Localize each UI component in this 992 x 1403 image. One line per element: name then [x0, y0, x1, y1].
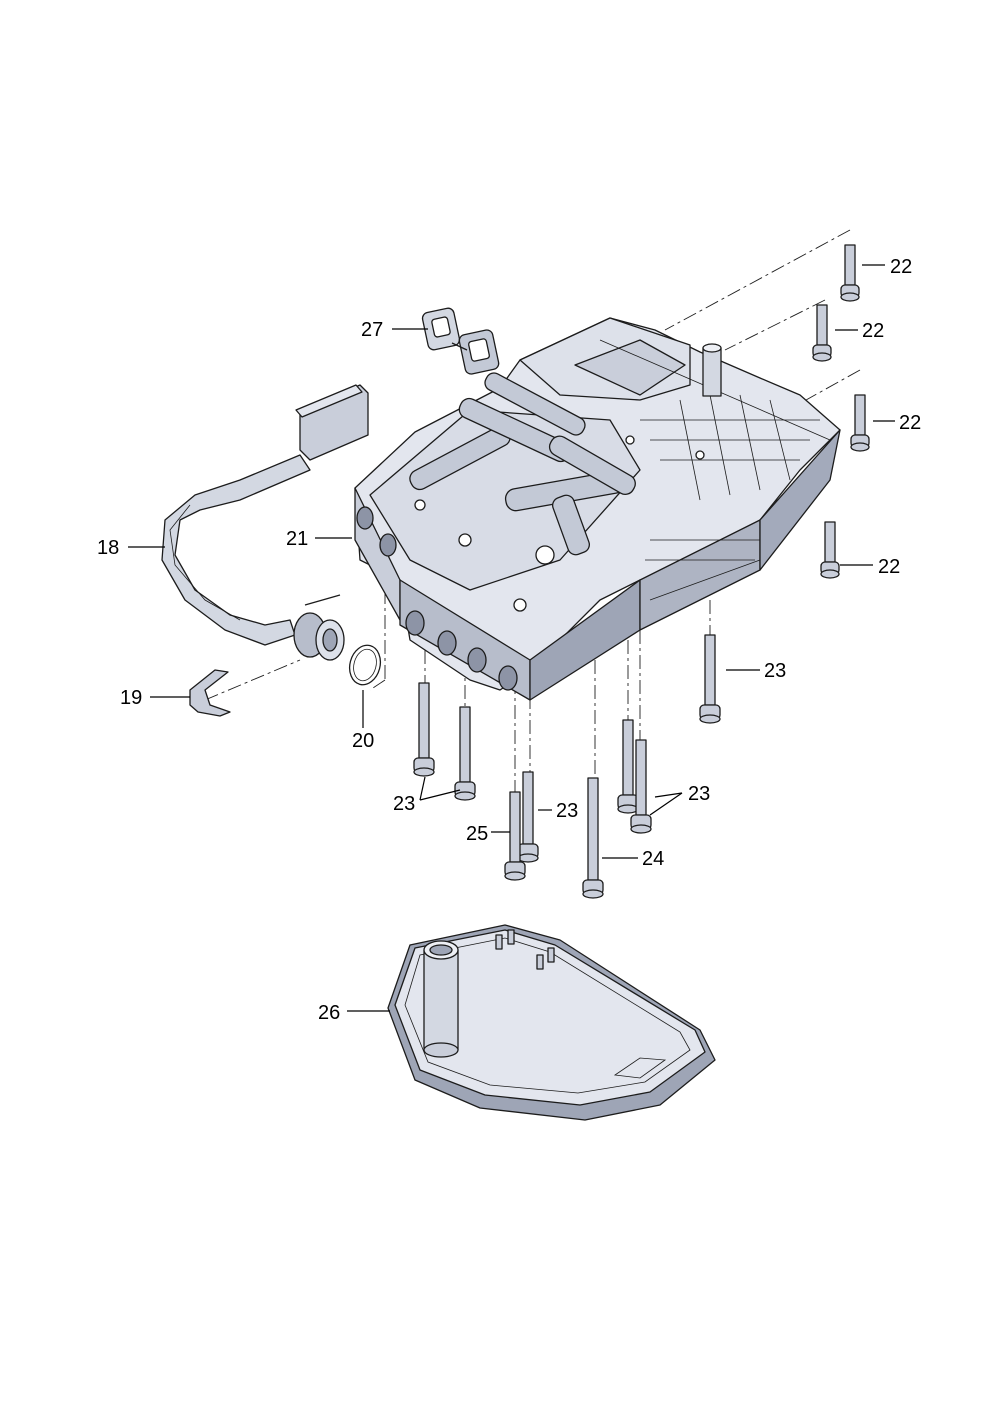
callout-23-a: 23	[764, 660, 786, 682]
callout-21: 21	[286, 528, 308, 550]
leader-lines	[128, 264, 895, 1012]
o-ring-part	[348, 644, 382, 686]
bolt-22c	[850, 394, 870, 452]
bolt-22d	[820, 521, 840, 579]
callout-26: 26	[318, 1002, 340, 1024]
callout-20: 20	[352, 730, 374, 752]
bolt-22a	[840, 244, 860, 302]
callout-23-c: 23	[556, 800, 578, 822]
callout-24: 24	[642, 848, 664, 870]
bolt-23-left-b	[454, 706, 476, 801]
bolt-long-group	[413, 634, 721, 899]
callout-23-b: 23	[393, 793, 415, 815]
callout-22-b: 22	[862, 320, 884, 342]
callout-22-d: 22	[878, 556, 900, 578]
clip-part	[189, 669, 231, 717]
callouts: 18 19 20 21 22 22 22 22 23 23 23 23 24 2…	[97, 256, 921, 1024]
bolt-24	[582, 777, 604, 899]
seal-part-27	[421, 307, 500, 375]
valve-body-part	[354, 317, 841, 701]
callout-23-d: 23	[688, 783, 710, 805]
callout-22-a: 22	[890, 256, 912, 278]
callout-22-c: 22	[899, 412, 921, 434]
bolt-22-group	[812, 244, 870, 579]
bolt-22b	[812, 304, 832, 362]
bolt-23-right-a	[617, 719, 639, 814]
filter-part	[387, 924, 716, 1121]
callout-18: 18	[97, 537, 119, 559]
bolt-23-left-a	[413, 682, 435, 777]
bolt-25	[504, 791, 526, 881]
callout-25: 25	[466, 823, 488, 845]
callout-19: 19	[120, 687, 142, 709]
wiring-harness-part	[161, 384, 369, 661]
bolt-23-right	[699, 634, 721, 724]
bolt-23-right-b	[630, 739, 652, 834]
callout-27: 27	[361, 319, 383, 341]
bolt-23-mid	[517, 771, 539, 863]
